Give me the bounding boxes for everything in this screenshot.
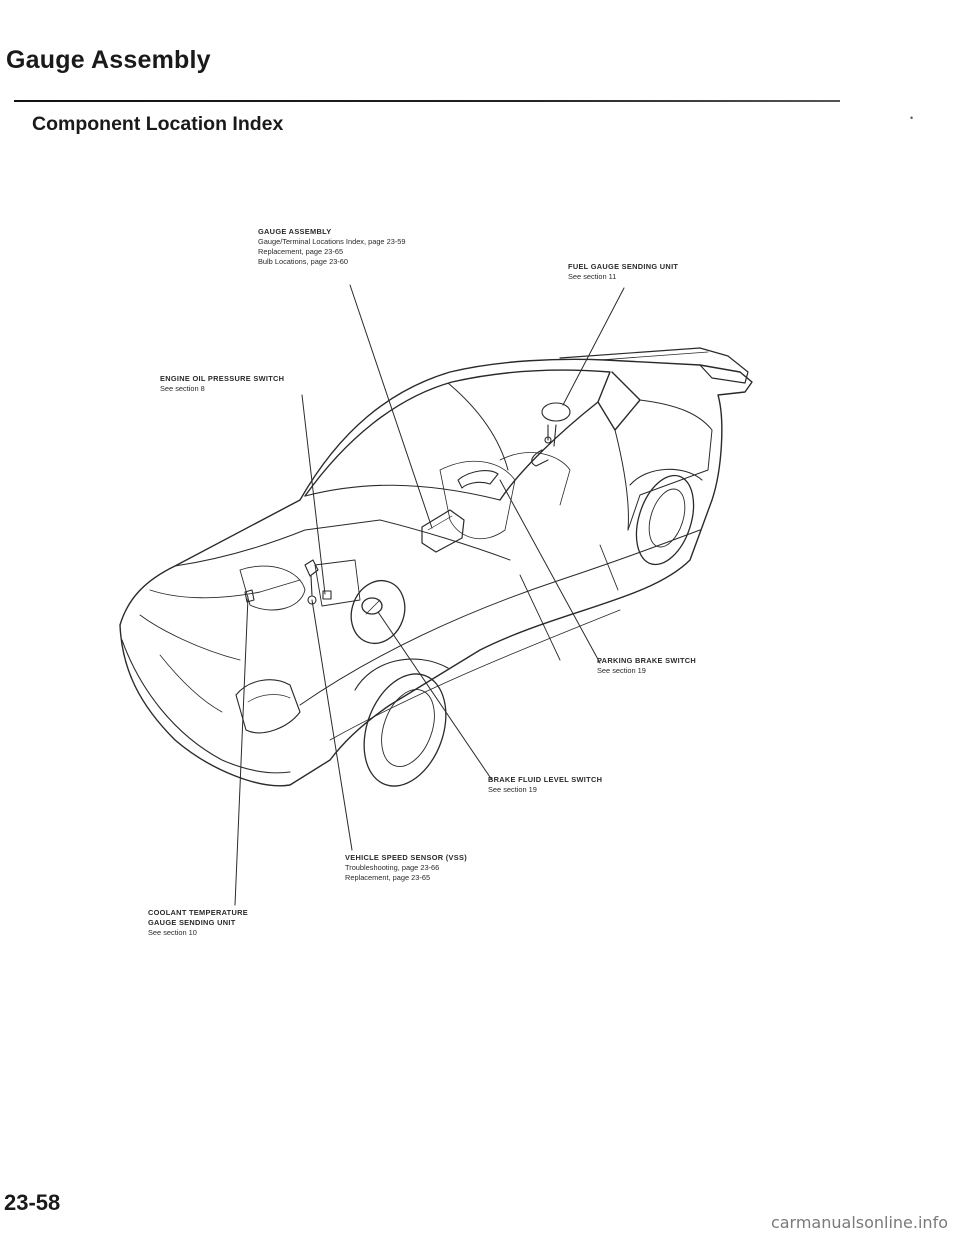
callout-line: See section 19 bbox=[597, 666, 646, 675]
callout-line: Bulb Locations, page 23-60 bbox=[258, 257, 348, 266]
callout-vss: VEHICLE SPEED SENSOR (VSS) Troubleshooti… bbox=[345, 853, 467, 883]
coolant-sender-icon bbox=[244, 589, 255, 603]
section-title: Component Location Index bbox=[32, 113, 284, 135]
leader-vss bbox=[311, 599, 353, 851]
fuel-sender-icon bbox=[531, 402, 571, 467]
leader-oil-pressure bbox=[301, 394, 326, 595]
callout-line: See section 8 bbox=[160, 384, 205, 393]
brake-switch-icon bbox=[457, 470, 499, 489]
callout-gauge-assembly: GAUGE ASSEMBLY Gauge/Terminal Locations … bbox=[258, 227, 406, 267]
callout-heading: PARKING BRAKE SWITCH bbox=[597, 656, 697, 665]
car-illustration bbox=[119, 347, 753, 787]
brake-reservoir-icon bbox=[350, 579, 406, 645]
callout-line: Replacement, page 23-65 bbox=[258, 247, 344, 256]
callout-heading: BRAKE FLUID LEVEL SWITCH bbox=[488, 775, 603, 784]
callout-parking-brake: PARKING BRAKE SWITCH See section 19 bbox=[597, 656, 696, 676]
callout-line: Gauge/Terminal Locations Index, page 23-… bbox=[258, 237, 406, 246]
stray-mark: • bbox=[910, 113, 914, 123]
leader-fuel-gauge bbox=[562, 287, 625, 406]
callout-line: See section 11 bbox=[568, 272, 617, 281]
leader-brake-fluid bbox=[377, 611, 493, 781]
leader-coolant bbox=[234, 596, 249, 906]
callout-oil-pressure: ENGINE OIL PRESSURE SWITCH See section 8 bbox=[160, 374, 284, 394]
leader-parking-brake bbox=[499, 479, 601, 664]
oil-switch-icon bbox=[304, 559, 332, 605]
callout-line: Troubleshooting, page 23-66 bbox=[345, 863, 440, 872]
callout-heading: VEHICLE SPEED SENSOR (VSS) bbox=[345, 853, 467, 862]
page-number: 23-58 bbox=[4, 1190, 61, 1215]
callout-brake-fluid: BRAKE FLUID LEVEL SWITCH See section 19 bbox=[488, 775, 602, 795]
callout-line: Replacement, page 23-65 bbox=[345, 873, 431, 882]
callout-coolant: COOLANT TEMPERATURE GAUGE SENDING UNIT S… bbox=[148, 908, 248, 938]
callout-fuel-gauge: FUEL GAUGE SENDING UNIT See section 11 bbox=[568, 262, 678, 282]
callout-line: See section 10 bbox=[148, 928, 197, 937]
callout-heading: ENGINE OIL PRESSURE SWITCH bbox=[160, 374, 285, 383]
leader-lines bbox=[234, 284, 625, 906]
callout-heading: GAUGE SENDING UNIT bbox=[148, 918, 236, 927]
leader-gauge-assembly bbox=[349, 284, 433, 529]
title-rule bbox=[14, 100, 840, 102]
callout-heading: GAUGE ASSEMBLY bbox=[258, 227, 332, 236]
page-title: Gauge Assembly bbox=[6, 46, 211, 74]
callout-line: See section 19 bbox=[488, 785, 537, 794]
callout-heading: FUEL GAUGE SENDING UNIT bbox=[568, 262, 679, 271]
callout-heading: COOLANT TEMPERATURE bbox=[148, 908, 248, 917]
watermark: carmanualsonline.info bbox=[770, 1213, 948, 1232]
